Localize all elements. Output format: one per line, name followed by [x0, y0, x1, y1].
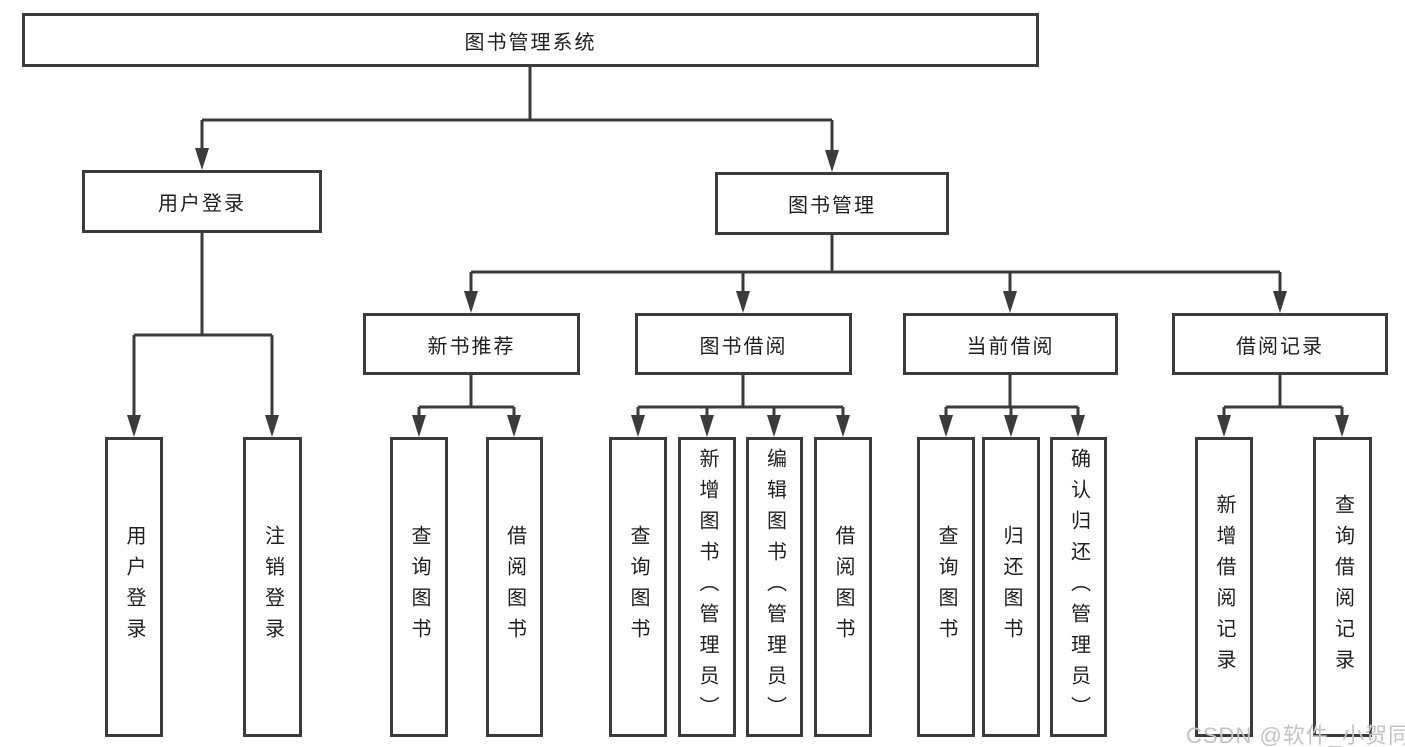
leaf-edit-book-admin: 编辑图书（管理员） [746, 437, 803, 737]
leaf-add-book-admin: 新增图书（管理员） [678, 437, 736, 737]
leaf-logout: 注销登录 [243, 437, 302, 737]
leaf-query-borrow-record-label: 查询借阅记录 [1331, 494, 1354, 680]
leaf-query-books-current-label: 查询图书 [935, 525, 957, 649]
leaf-confirm-return-admin-label: 确认归还（管理员） [1067, 447, 1090, 727]
leaf-add-borrow-record-label: 新增借阅记录 [1213, 494, 1235, 680]
leaf-user-login: 用户登录 [105, 437, 163, 737]
node-borrow-records: 借阅记录 [1172, 313, 1388, 375]
leaf-borrow-books: 借阅图书 [814, 437, 872, 737]
node-new-book-recommend-label: 新书推荐 [427, 335, 516, 358]
arrowhead-icon [507, 415, 521, 437]
arrowhead-icon [195, 148, 209, 170]
leaf-user-login-label: 用户登录 [123, 525, 145, 649]
arrowhead-icon [1273, 291, 1287, 313]
node-library-system: 图书管理系统 [22, 13, 1039, 67]
node-user-login: 用户登录 [82, 170, 322, 233]
arrowhead-icon [412, 415, 426, 437]
leaf-borrow-books-recommend: 借阅图书 [486, 437, 543, 737]
arrowhead-icon [1004, 415, 1018, 437]
arrowhead-icon [700, 415, 714, 437]
leaf-add-borrow-record: 新增借阅记录 [1195, 437, 1253, 737]
leaf-edit-book-admin-label: 编辑图书（管理员） [763, 447, 786, 727]
node-book-management: 图书管理 [715, 172, 949, 235]
arrowhead-icon [767, 415, 781, 437]
leaf-borrow-books-label: 借阅图书 [832, 525, 854, 649]
arrowhead-icon [1003, 291, 1017, 313]
leaf-query-books-current: 查询图书 [917, 437, 975, 737]
node-current-borrow-label: 当前借阅 [966, 335, 1055, 358]
leaf-logout-label: 注销登录 [261, 525, 284, 649]
leaf-query-books-borrow: 查询图书 [609, 437, 667, 737]
leaf-add-book-admin-label: 新增图书（管理员） [696, 447, 718, 727]
arrowhead-icon [1071, 415, 1085, 437]
leaf-return-book: 归还图书 [982, 437, 1040, 737]
node-library-system-label: 图书管理系统 [464, 31, 597, 54]
node-current-borrow: 当前借阅 [903, 313, 1118, 375]
arrowhead-icon [736, 291, 750, 313]
arrowhead-icon [265, 415, 279, 437]
node-new-book-recommend: 新书推荐 [363, 313, 580, 375]
leaf-borrow-books-recommend-label: 借阅图书 [503, 525, 526, 649]
arrowhead-icon [1335, 415, 1349, 437]
leaf-query-books-recommend: 查询图书 [390, 437, 448, 737]
arrowhead-icon [1217, 415, 1231, 437]
arrowhead-icon [836, 415, 850, 437]
arrowhead-icon [825, 150, 839, 172]
node-book-borrow-label: 图书借阅 [699, 335, 788, 358]
arrowhead-icon [464, 291, 478, 313]
leaf-return-book-label: 归还图书 [1000, 525, 1022, 649]
arrowhead-icon [127, 415, 141, 437]
node-book-management-label: 图书管理 [788, 195, 876, 217]
node-book-borrow: 图书借阅 [635, 313, 852, 375]
leaf-query-books-recommend-label: 查询图书 [408, 525, 430, 649]
leaf-confirm-return-admin: 确认归还（管理员） [1050, 437, 1107, 737]
watermark: CSDN @软件_小贺同学 [1186, 723, 1405, 747]
node-user-login-label: 用户登录 [158, 193, 246, 215]
arrowhead-icon [631, 415, 645, 437]
leaf-query-books-borrow-label: 查询图书 [627, 525, 649, 649]
arrowhead-icon [939, 415, 953, 437]
leaf-query-borrow-record: 查询借阅记录 [1313, 437, 1372, 737]
node-borrow-records-label: 借阅记录 [1236, 335, 1324, 358]
